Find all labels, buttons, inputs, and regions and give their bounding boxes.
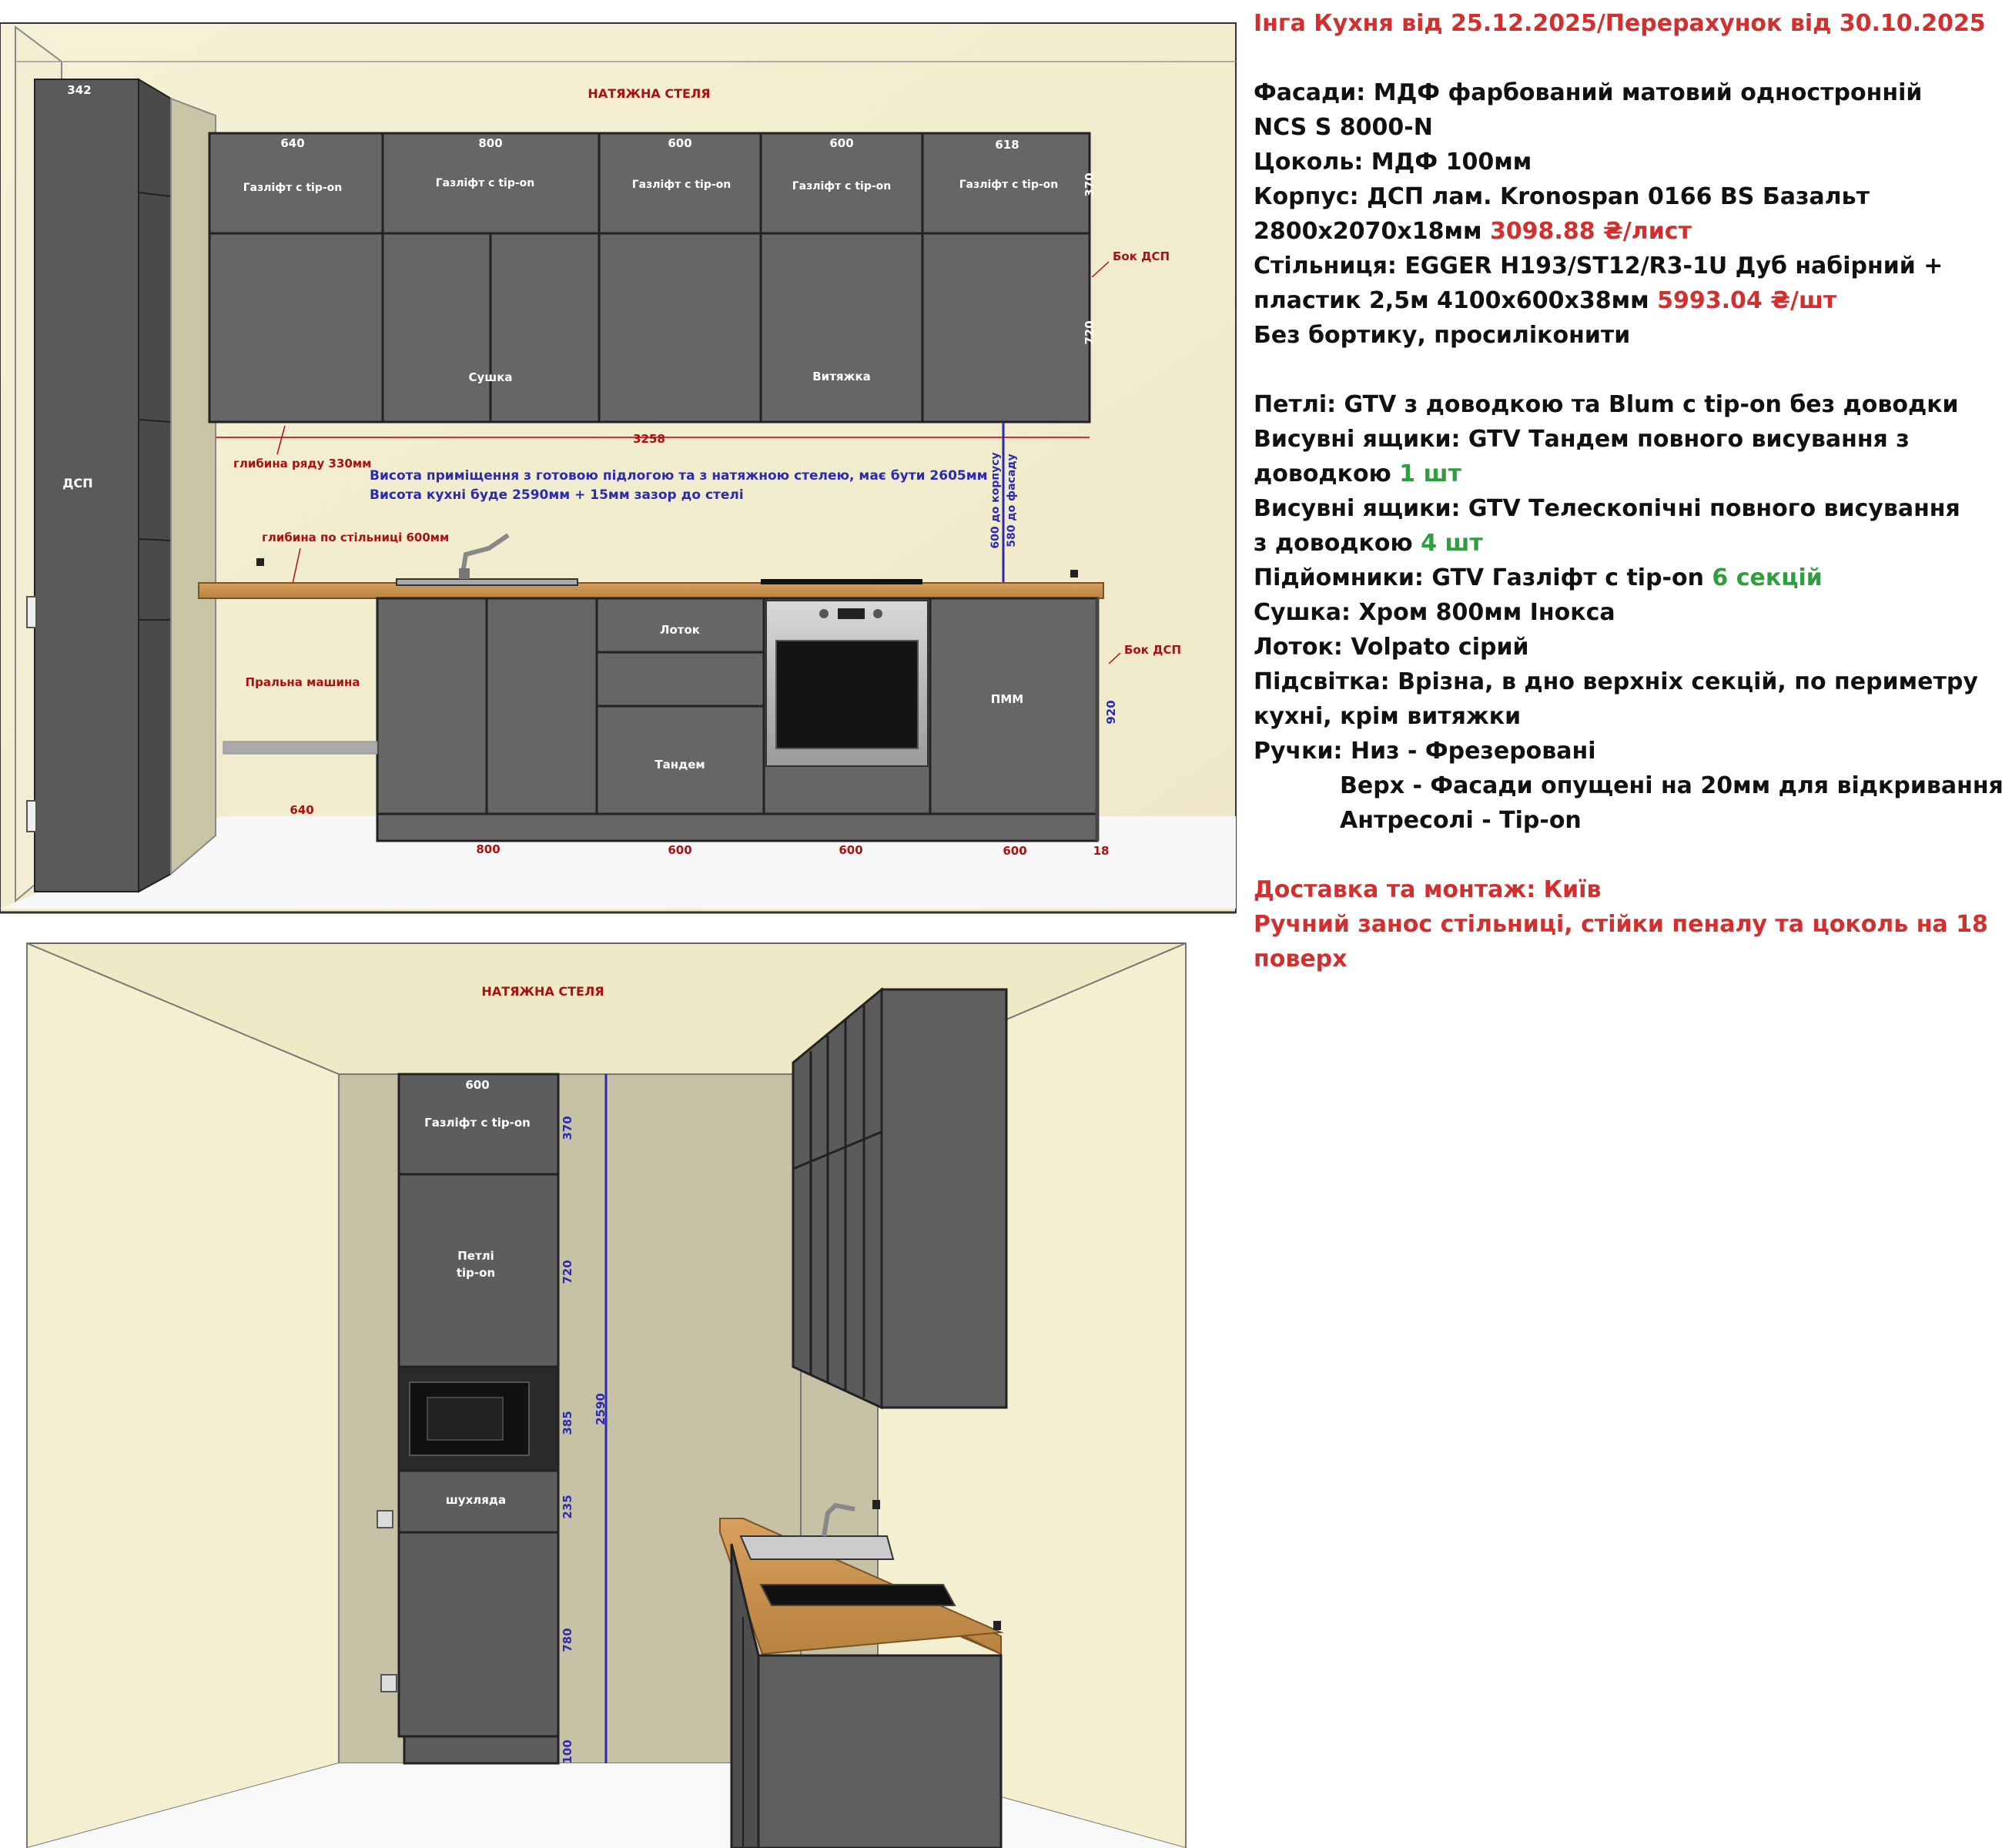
- upper-width-4: 600: [829, 136, 853, 150]
- spec-body-2: 2800х2070х18мм 3098.88 ₴/лист: [1254, 214, 1993, 249]
- lower-height-920: 920: [1104, 700, 1118, 724]
- upper-cabinets: 640 800 600 600 618 Газліфт с tip-on Газ…: [208, 132, 1170, 424]
- side-dim-100: 100: [561, 1739, 574, 1763]
- side-dim-370: 370: [561, 1116, 574, 1140]
- spec-drawers1-1: Висувні ящики: GTV Тандем повного висува…: [1254, 426, 1910, 453]
- note-kitchen-height: Висота кухні буде 2590мм + 15мм зазор до…: [370, 487, 744, 503]
- side-tall-column: 600 Газліфт с tip-on Петлі tip-on шухляд…: [377, 1073, 560, 1765]
- spec-hinges: Петлі: GTV з доводкою та Blum c tip-on б…: [1254, 391, 1959, 418]
- top-depth-label: глибина по стільниці 600мм: [262, 531, 449, 544]
- side-hinges-1: Петлі: [457, 1249, 494, 1263]
- dryer-label: Сушка: [468, 370, 512, 384]
- lower-cabinets: Лоток Тандем ПММ Бок ДСП 920: [376, 597, 1181, 842]
- gaslift-label-4: Газліфт с tip-on: [792, 180, 892, 192]
- lower-width-3: 600: [839, 843, 862, 857]
- side-dim-385: 385: [561, 1411, 574, 1435]
- front-view: НАТЯЖНА СТЕЛЯ 342 ДСП 640 800: [0, 22, 1237, 914]
- spec-drawers2-text: з доводкою: [1254, 530, 1413, 557]
- spec-plinth: Цоколь: МДФ 100мм: [1254, 149, 1532, 176]
- spec-facades-2: NCS S 8000-N: [1254, 114, 1433, 141]
- spec-delivery-3: поверх: [1254, 946, 1348, 973]
- side-drawer: шухляда: [446, 1493, 506, 1507]
- note-room-height: Висота приміщення з готовою підлогою та …: [370, 468, 988, 484]
- dim-to-body: 600 до корпусу: [989, 452, 1002, 548]
- hood-label: Витяжка: [812, 370, 871, 383]
- spec-handles-1: Ручки: Низ - Фрезеровані: [1254, 738, 1596, 765]
- side-view: НАТЯЖНА СТЕЛЯ 600 Газліфт с tip-on Петлі…: [26, 942, 1187, 1848]
- upper-width-1: 640: [280, 136, 304, 150]
- front-countertop: [198, 582, 1104, 599]
- dim-to-facade: 580 до фасаду: [1006, 454, 1018, 547]
- lower-width-1: 800: [476, 842, 500, 856]
- spec-dryer: Сушка: Хром 800мм Інокса: [1254, 599, 1615, 626]
- tall-label: ДСП: [62, 476, 92, 490]
- tall-width-label: 342: [67, 83, 91, 97]
- spec-delivery-2: Ручний занос стільниці, стійки пеналу та…: [1254, 911, 1988, 938]
- spec-drawers1-qty: 1 шт: [1399, 460, 1461, 487]
- spec-body-1: Корпус: ДСП лам. Kronospan 0166 BS Базал…: [1254, 183, 1870, 210]
- spec-lifts-text: Підйомники: GTV Газліфт с tip-on: [1254, 564, 1704, 591]
- tray-label: Лоток: [660, 623, 700, 637]
- side-dim-780: 780: [561, 1628, 574, 1652]
- spec-body-price: 3098.88 ₴/лист: [1489, 218, 1692, 245]
- spec-title: Інга Кухня від 25.12.2025/Перерахунок ві…: [1254, 10, 1986, 37]
- upper-height-720: 720: [1083, 320, 1096, 344]
- spec-handles-3: Антресолі - Tip-on: [1340, 807, 1582, 834]
- side-lower-cabinets: [719, 1500, 1004, 1848]
- side-col-width: 600: [465, 1078, 489, 1092]
- spec-handles-2: Верх - Фасади опущені на 20мм для відкри…: [1340, 772, 2002, 799]
- spec-drawers1-text: доводкою: [1254, 460, 1391, 487]
- lower-width-4: 600: [1003, 844, 1026, 858]
- gaslift-label-5: Газліфт с tip-on: [959, 179, 1059, 191]
- spec-top-1: Стільниця: EGGER H193/ST12/R3-1U Дуб наб…: [1254, 253, 1943, 280]
- spec-top-2: пластик 2,5м 4100х600х38мм 5993.04 ₴/шт: [1254, 283, 1993, 318]
- gaslift-label-2: Газліфт с tip-on: [436, 177, 535, 189]
- side-dim-235: 235: [561, 1495, 574, 1518]
- ceiling-label: НАТЯЖНА СТЕЛЯ: [588, 86, 710, 101]
- side-upper-cabinets: [792, 986, 1008, 1410]
- spec-lifts: Підйомники: GTV Газліфт с tip-on 6 секці…: [1254, 561, 1993, 595]
- spec-top-price: 5993.04 ₴/шт: [1657, 287, 1837, 314]
- side-dim-720: 720: [561, 1260, 574, 1284]
- gaslift-label-1: Газліфт с tip-on: [243, 182, 343, 194]
- tandem-label: Тандем: [654, 758, 705, 772]
- side-gaslift: Газліфт с tip-on: [424, 1116, 531, 1130]
- spec-drawers2-2: з доводкою 4 шт: [1254, 526, 1993, 561]
- upper-width-2: 800: [478, 136, 502, 150]
- side-ceiling-label: НАТЯЖНА СТЕЛЯ: [481, 984, 604, 999]
- spec-drawers1-2: доводкою 1 шт: [1254, 457, 1993, 491]
- gaslift-label-3: Газліфт с tip-on: [632, 179, 732, 191]
- spec-drawers2-qty: 4 шт: [1421, 530, 1483, 557]
- washer-label: Пральна машина: [246, 675, 360, 689]
- upper-width-5: 618: [995, 138, 1019, 152]
- upper-height-370: 370: [1083, 172, 1096, 196]
- spec-light-1: Підсвітка: Врізна, в дно верхніх секцій,…: [1254, 668, 1978, 695]
- tall-column: 342 ДСП: [26, 78, 216, 893]
- oven: [765, 600, 929, 767]
- side-hinges-2: tip-on: [457, 1266, 495, 1280]
- row-depth-label: глибина ряду 330мм: [233, 457, 371, 470]
- spec-tray: Лоток: Volpato сірий: [1254, 634, 1529, 661]
- pmm-label: ПММ: [991, 692, 1023, 706]
- spec-light-2: кухні, крім витяжки: [1254, 703, 1522, 730]
- washer-width: 640: [290, 803, 313, 817]
- spec-drawers2-1: Висувні ящики: GTV Телескопічні повного …: [1254, 495, 1960, 522]
- total-width-label: 3258: [633, 432, 665, 446]
- spec-body-size: 2800х2070х18мм: [1254, 218, 1482, 245]
- side-dim-total: 2590: [594, 1393, 608, 1425]
- upper-width-3: 600: [668, 136, 691, 150]
- spec-top-size: пластик 2,5м 4100х600х38мм: [1254, 287, 1649, 314]
- lower-width-5: 18: [1093, 844, 1110, 858]
- specification-panel: Інга Кухня від 25.12.2025/Перерахунок ві…: [1254, 6, 2002, 976]
- spec-top-3: Без бортику, просиліконити: [1254, 322, 1631, 349]
- spec-delivery-1: Доставка та монтаж: Київ: [1254, 876, 1602, 903]
- side-dsp-label: Бок ДСП: [1113, 249, 1170, 263]
- spec-lifts-qty: 6 секцій: [1712, 564, 1823, 591]
- side-dsp-label-2: Бок ДСП: [1124, 643, 1181, 657]
- spec-facades-1: Фасади: МДФ фарбований матовий однострон…: [1254, 79, 1923, 106]
- lower-width-2: 600: [668, 843, 691, 857]
